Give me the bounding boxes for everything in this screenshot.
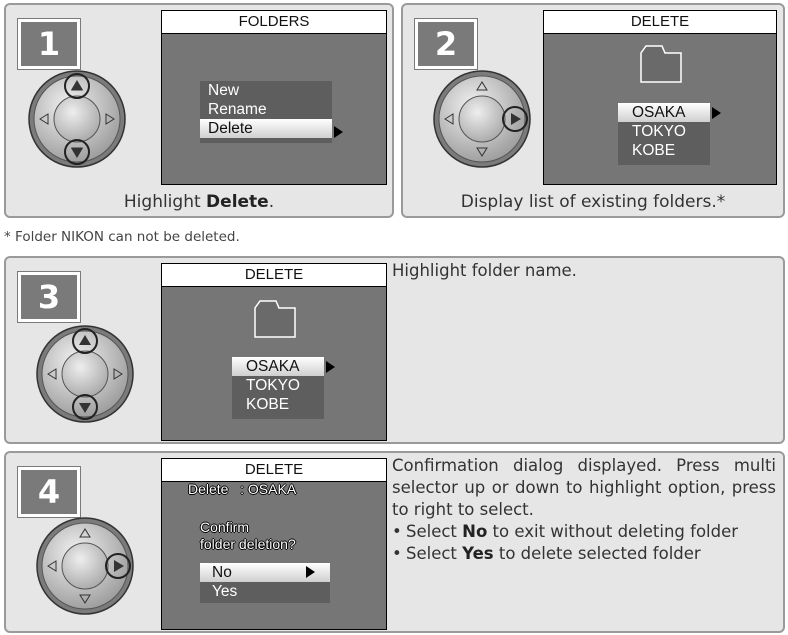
folder-icon xyxy=(640,45,682,83)
step-1-caption: Highlight Delete. xyxy=(123,192,275,212)
selection-arrow-icon xyxy=(306,566,315,578)
step-2-caption: Display list of existing folders.* xyxy=(460,192,726,212)
folders-menu: New Rename Delete xyxy=(200,81,332,143)
selection-arrow-icon xyxy=(334,126,343,138)
step-2-panel: 2 DELETE OSAKA TOKYO KOBE Display list o… xyxy=(401,3,785,218)
selection-arrow-icon xyxy=(326,361,335,373)
step-3-panel: 3 DELETE OSAKA TOKYO KOBE Highlight fold… xyxy=(4,256,785,444)
bullet-select-yes: • Select Yes to delete selected folder xyxy=(392,544,701,563)
screen-title: DELETE xyxy=(162,264,386,287)
folder-list: OSAKA TOKYO KOBE xyxy=(618,103,710,165)
bullet-dot: • xyxy=(392,544,402,563)
folder-item-kobe[interactable]: KOBE xyxy=(246,396,290,413)
confirm-prompt-line-1: Confirm xyxy=(200,519,250,535)
step-2-number: 2 xyxy=(414,18,478,70)
multi-selector-up-down-icon xyxy=(36,325,134,423)
camera-screen-delete: DELETE OSAKA TOKYO KOBE xyxy=(543,10,777,185)
screen-title: DELETE xyxy=(544,11,776,34)
confirm-prompt-line-2: folder deletion? xyxy=(200,536,296,552)
menu-item-rename[interactable]: Rename xyxy=(208,101,267,118)
step-1-panel: 1 FOLDERS New Rename Delete Highlight De… xyxy=(4,3,394,218)
screen-title: FOLDERS xyxy=(162,11,386,34)
step-4-number: 4 xyxy=(17,466,81,518)
folder-item-kobe[interactable]: KOBE xyxy=(632,142,676,159)
multi-selector-right-icon xyxy=(36,517,134,615)
camera-screen-delete: DELETE OSAKA TOKYO KOBE xyxy=(161,263,387,441)
folder-item-tokyo[interactable]: TOKYO xyxy=(632,123,686,140)
step-3-instruction: Highlight folder name. xyxy=(392,261,577,280)
menu-item-delete[interactable]: Delete xyxy=(200,119,332,138)
folder-item-osaka[interactable]: OSAKA xyxy=(232,357,324,376)
folder-icon xyxy=(254,300,296,338)
delete-folder-line: Delete : OSAKA xyxy=(188,481,297,497)
multi-selector-right-icon xyxy=(433,70,531,168)
camera-screen-confirm: DELETE Delete : OSAKA Confirm folder del… xyxy=(161,458,387,630)
step-1-number: 1 xyxy=(17,18,81,70)
step-3-number: 3 xyxy=(17,271,81,323)
selection-arrow-icon xyxy=(712,107,721,119)
folder-list: OSAKA TOKYO KOBE xyxy=(232,357,324,419)
option-no[interactable]: No xyxy=(200,563,330,582)
menu-item-new[interactable]: New xyxy=(208,82,240,99)
option-yes[interactable]: Yes xyxy=(212,583,238,600)
bullet-dot: • xyxy=(392,522,402,541)
screen-title: DELETE xyxy=(162,459,386,482)
step-4-panel: 4 DELETE Delete : OSAKA Confirm folder d… xyxy=(4,451,785,633)
step-4-description: Confirmation dialog displayed. Press mul… xyxy=(392,456,776,519)
footnote: * Folder NIKON can not be deleted. xyxy=(4,229,240,245)
multi-selector-up-down-icon xyxy=(28,70,126,168)
camera-screen-folders: FOLDERS New Rename Delete xyxy=(161,10,387,185)
bullet-select-no: • Select No to exit without deleting fol… xyxy=(392,522,739,541)
step-4-instruction: Confirmation dialog displayed. Press mul… xyxy=(392,455,776,565)
folder-item-tokyo[interactable]: TOKYO xyxy=(246,377,300,394)
folder-item-osaka[interactable]: OSAKA xyxy=(618,103,710,122)
